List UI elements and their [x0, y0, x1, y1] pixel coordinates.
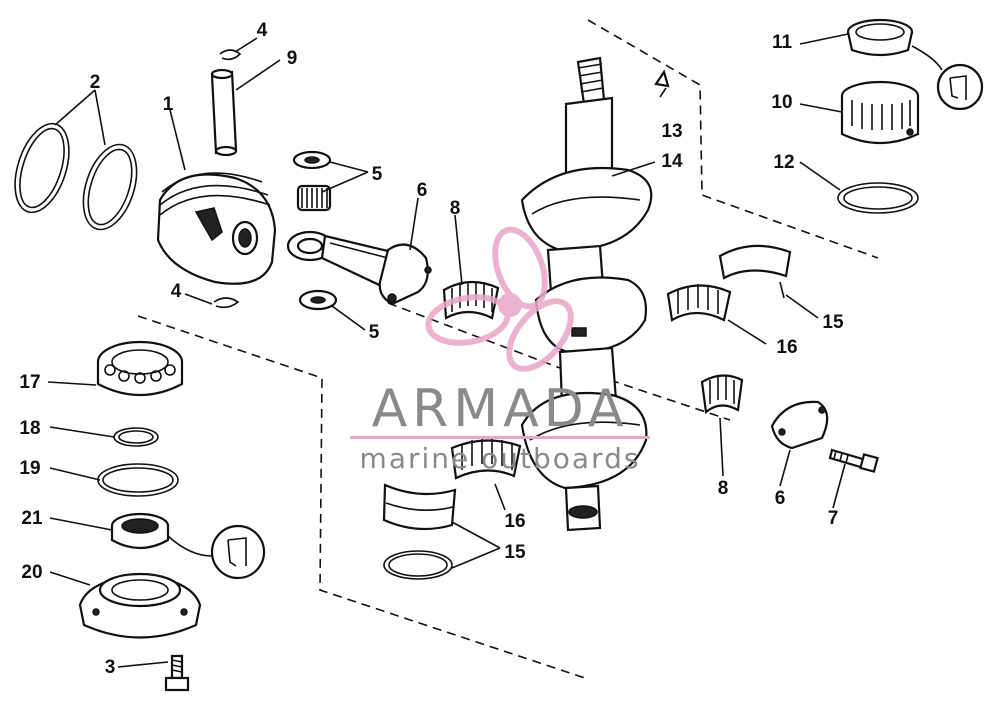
callout-main-liner-left: 15: [504, 542, 526, 563]
bearing-retaining-ring: [113, 427, 159, 447]
lower-bearing-housing: [78, 572, 202, 639]
rod-cap: [770, 400, 829, 450]
lower-bearing-washer: [298, 289, 338, 311]
callout-labels: 1 2 3 4 4 5 5 6 6 7 8 8 9 10 11 12 13 14…: [19, 20, 844, 678]
callout-crankshaft-key: 13: [661, 121, 682, 142]
callout-piston-rings: 2: [90, 72, 101, 93]
crankshaft-key: [654, 69, 670, 88]
callout-retainer-top: 4: [257, 20, 268, 41]
rod-needle-bearing-lower: [700, 374, 744, 415]
callout-rod-cap: 6: [775, 488, 786, 509]
callout-washer-lower: 5: [369, 322, 380, 343]
wrist-pin-needle-bearing: [296, 184, 332, 212]
callout-upper-seal: 11: [772, 32, 793, 53]
main-bearing-retaining-ring: [383, 550, 453, 580]
seal-lip-detail-bottom: [167, 524, 266, 580]
seal-lip-detail-top: [911, 45, 984, 111]
upper-needle-bearing: [840, 80, 920, 145]
callout-needle-cage-right: 16: [776, 337, 797, 358]
upper-bearing-washer: [292, 150, 332, 170]
callout-upper-o-ring: 12: [773, 152, 794, 173]
callout-connecting-rod: 6: [417, 180, 428, 201]
main-bearing-needle-cage-right: [666, 284, 732, 322]
callout-lower-seal: 21: [21, 508, 43, 529]
main-bearing-needle-cage-left: [450, 438, 522, 480]
watermark: ARMADA marine outboards: [350, 226, 650, 475]
callout-crankshaft: 14: [661, 151, 683, 172]
callout-bearing-housing: 20: [21, 562, 42, 583]
callout-washer-bearing-upper: 5: [372, 164, 383, 185]
callout-rod-bearing-upper: 8: [450, 198, 461, 219]
assembly-boundary-lines: [137, 19, 879, 679]
watermark-brand: ARMADA: [372, 379, 629, 439]
crankshaft: [520, 56, 653, 532]
pin-retainer-bottom: [213, 297, 240, 309]
connecting-rod: [286, 230, 432, 306]
lower-o-ring: [97, 463, 179, 497]
callout-needle-cage-left: 16: [504, 511, 525, 532]
piston: [156, 172, 277, 285]
lower-seal: [110, 512, 170, 550]
piston-rings: [14, 122, 138, 231]
ball-bearing: [96, 340, 184, 397]
callout-rod-cap-screw: 7: [828, 508, 839, 529]
wrist-pin: [210, 68, 238, 157]
callout-rod-bearing-lower: 8: [718, 478, 729, 499]
callout-retainer-bottom: 4: [171, 281, 182, 302]
callout-housing-screw: 3: [105, 657, 116, 678]
callout-upper-needle-bearing: 10: [771, 92, 792, 113]
callout-lower-o-ring: 19: [19, 458, 40, 479]
rod-cap-screw: [828, 448, 879, 473]
callout-piston: 1: [163, 94, 174, 115]
housing-screw: [164, 654, 190, 692]
callout-ball-bearing: 17: [19, 372, 40, 393]
pin-retainer-top: [219, 49, 242, 61]
main-bearing-liner-lower-left: [382, 483, 457, 531]
watermark-underline: [350, 436, 650, 439]
callout-main-liner-right: 15: [822, 312, 844, 333]
watermark-tagline: marine outboards: [360, 442, 641, 475]
propeller-logo-icon: [425, 226, 574, 372]
callout-wrist-pin: 9: [287, 48, 298, 69]
upper-seal: [846, 18, 914, 57]
main-bearing-liner-upper-right: [718, 244, 792, 299]
callout-retaining-ring: 18: [19, 418, 40, 439]
upper-bearing-o-ring: [837, 182, 919, 214]
leader-lines: [47, 33, 849, 668]
